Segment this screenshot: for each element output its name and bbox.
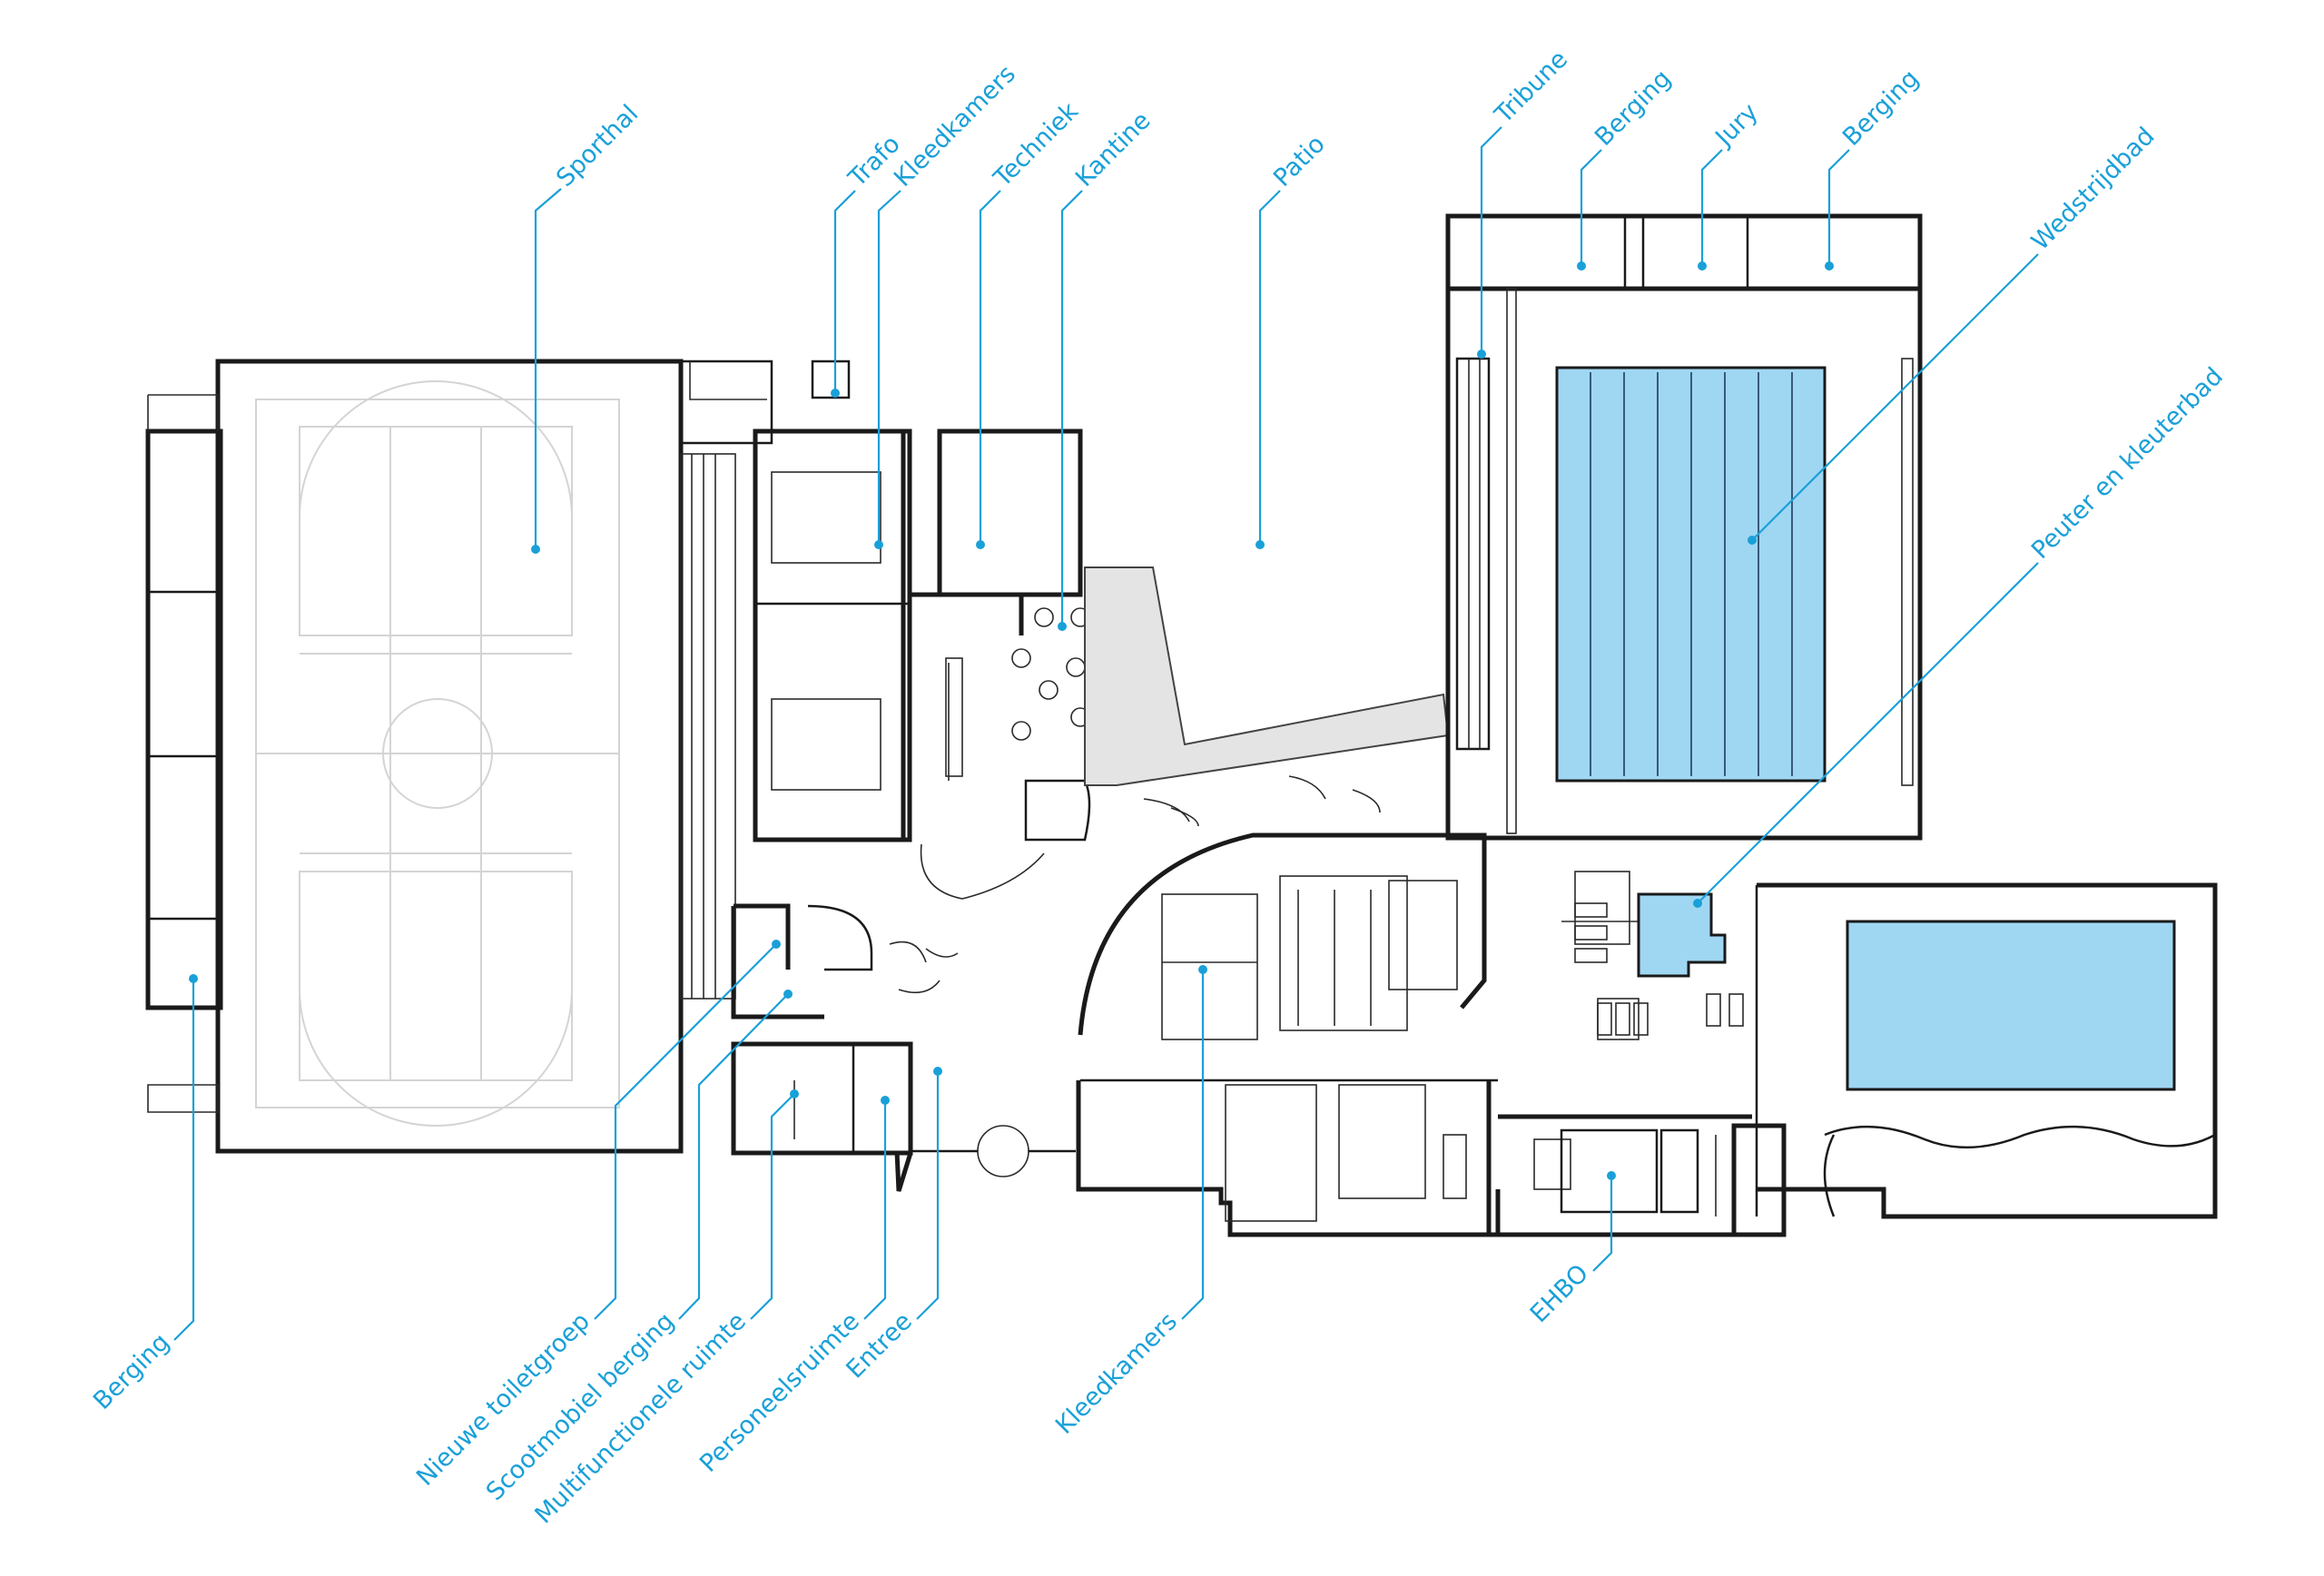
label-berging-top1: Berging xyxy=(1590,64,1677,152)
wedstrijdbad-hall xyxy=(1445,213,1923,841)
label-jury: Jury xyxy=(1709,98,1764,153)
label-ehbo: EHBO xyxy=(1525,1259,1594,1328)
leaders xyxy=(173,126,2039,1341)
label-patio: Patio xyxy=(1268,130,1331,192)
pool-service-block xyxy=(1486,871,1787,1237)
label-berging-left: Berging xyxy=(88,1328,175,1415)
label-berging-top2: Berging xyxy=(1837,64,1925,152)
sporthal-block xyxy=(145,359,773,1154)
leisure-pools xyxy=(1574,882,2218,1219)
kleedkamers-block xyxy=(1076,832,1571,1237)
label-techniek: Techniek xyxy=(988,97,1084,193)
room-labels: Sporthal Trafo Kleedkamers Techniek Kant… xyxy=(88,45,2229,1530)
label-kantine: Kantine xyxy=(1070,106,1157,192)
label-sporthal: Sporthal xyxy=(551,100,644,192)
central-block xyxy=(753,360,1450,994)
label-kleedkamers-bottom: Kleedkamers xyxy=(1050,1307,1183,1440)
label-dots xyxy=(189,261,1834,1180)
label-trafo: Trafo xyxy=(842,130,905,192)
label-wedstrijdbad: Wedstrijdbad xyxy=(2026,122,2160,255)
label-peuterbad: Peuter en kleuterbad xyxy=(2026,362,2229,565)
entrance-block xyxy=(731,903,1076,1192)
label-tribune: Tribune xyxy=(1489,45,1573,130)
